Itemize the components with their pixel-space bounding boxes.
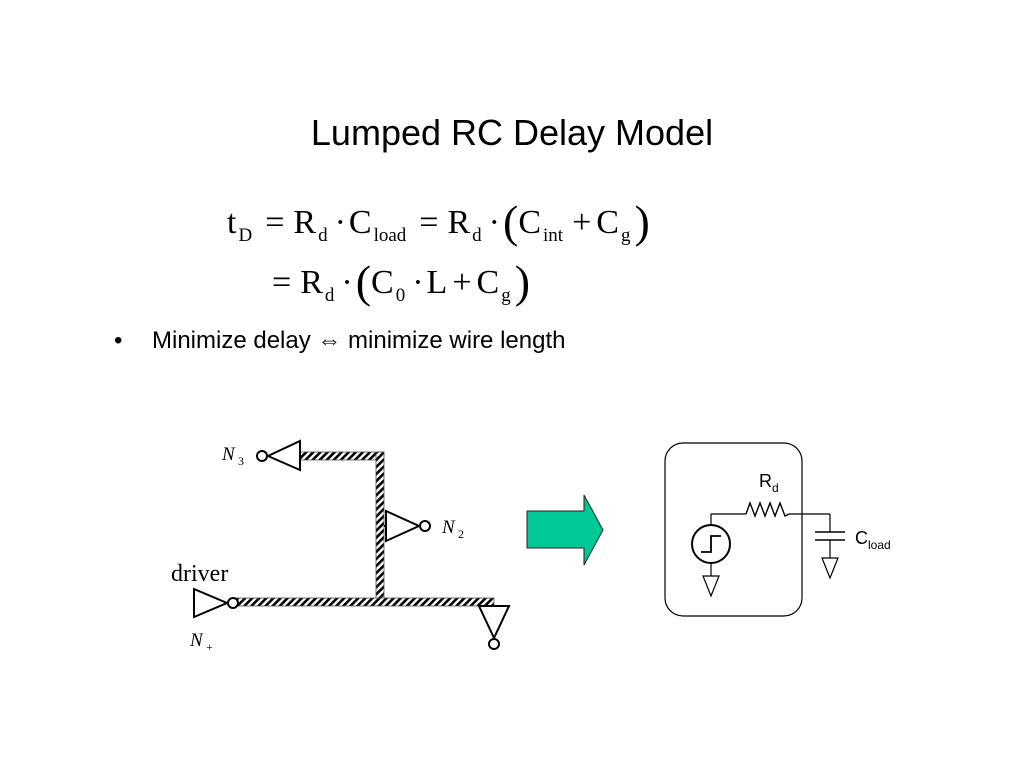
ground-icon — [702, 575, 720, 598]
bullet-marker: • — [114, 327, 123, 354]
eq-subscript: load — [373, 225, 407, 246]
eq-subscript: d — [318, 225, 328, 246]
bullet-item: • Minimize delay ⇔ minimize wire length — [114, 327, 565, 355]
wire-vertical — [375, 451, 385, 605]
eq-symbol: C — [518, 204, 542, 241]
eq-operator: · — [341, 264, 353, 301]
ground-icon — [821, 557, 839, 580]
eq-paren: ( — [503, 196, 519, 247]
eq-subscript: 0 — [395, 285, 406, 306]
inverter-n2 — [384, 509, 431, 543]
n2-label: N — [441, 517, 456, 538]
eq-symbol: t — [227, 204, 237, 241]
eq-subscript: g — [620, 225, 631, 246]
eq-operator: · — [488, 204, 500, 241]
eq-subscript: int — [543, 225, 564, 246]
eq-symbol: C — [476, 264, 500, 301]
wire-top — [299, 451, 385, 461]
eq-symbol: R — [300, 264, 323, 301]
n1-label: N — [189, 630, 204, 651]
driver-inverter — [193, 587, 239, 619]
eq-subscript: d — [324, 285, 335, 306]
cload-label: C — [855, 528, 868, 548]
wire-tree — [235, 451, 495, 607]
rd-subscript: d — [772, 481, 779, 495]
cload-subscript: load — [868, 538, 891, 552]
driver-label: driver — [171, 561, 228, 587]
eq-operator: = — [272, 264, 292, 301]
wire-bottom — [235, 597, 495, 607]
eq-operator: + — [572, 204, 592, 241]
rd-label: R — [759, 471, 772, 491]
n3-subscript: 3 — [238, 454, 244, 468]
eq-symbol: R — [447, 204, 471, 241]
n2-subscript: 2 — [458, 527, 464, 541]
eq-symbol: R — [293, 204, 317, 241]
inverter-down — [477, 605, 511, 650]
eq-operator: = — [265, 204, 285, 241]
slide-title: Lumped RC Delay Model — [310, 112, 714, 153]
eq-operator: = — [419, 204, 439, 241]
bullet-text: Minimize delay ⇔ minimize wire length — [152, 327, 566, 354]
eq-symbol: C — [348, 204, 372, 241]
eq-paren: ) — [634, 196, 650, 247]
eq-subscript: d — [472, 225, 482, 246]
eq-paren: ) — [514, 256, 531, 307]
inverter-n3 — [256, 439, 301, 472]
resistor-icon — [745, 501, 790, 518]
eq-symbol: C — [596, 204, 619, 241]
eq-operator: · — [412, 264, 424, 301]
transform-arrow — [526, 494, 604, 566]
n3-label: N — [221, 444, 236, 465]
eq-symbol: L — [426, 264, 448, 301]
eq-symbol: C — [371, 264, 394, 301]
equivalent-circuit: R d C load — [664, 442, 891, 617]
n1-subscript: + — [206, 640, 213, 654]
eq-operator: · — [334, 204, 346, 241]
eq-operator: + — [452, 264, 472, 301]
circuit-box — [664, 442, 803, 617]
eq-paren: ( — [355, 256, 372, 307]
eq-subscript: D — [238, 225, 253, 246]
eq-subscript: g — [501, 285, 511, 306]
